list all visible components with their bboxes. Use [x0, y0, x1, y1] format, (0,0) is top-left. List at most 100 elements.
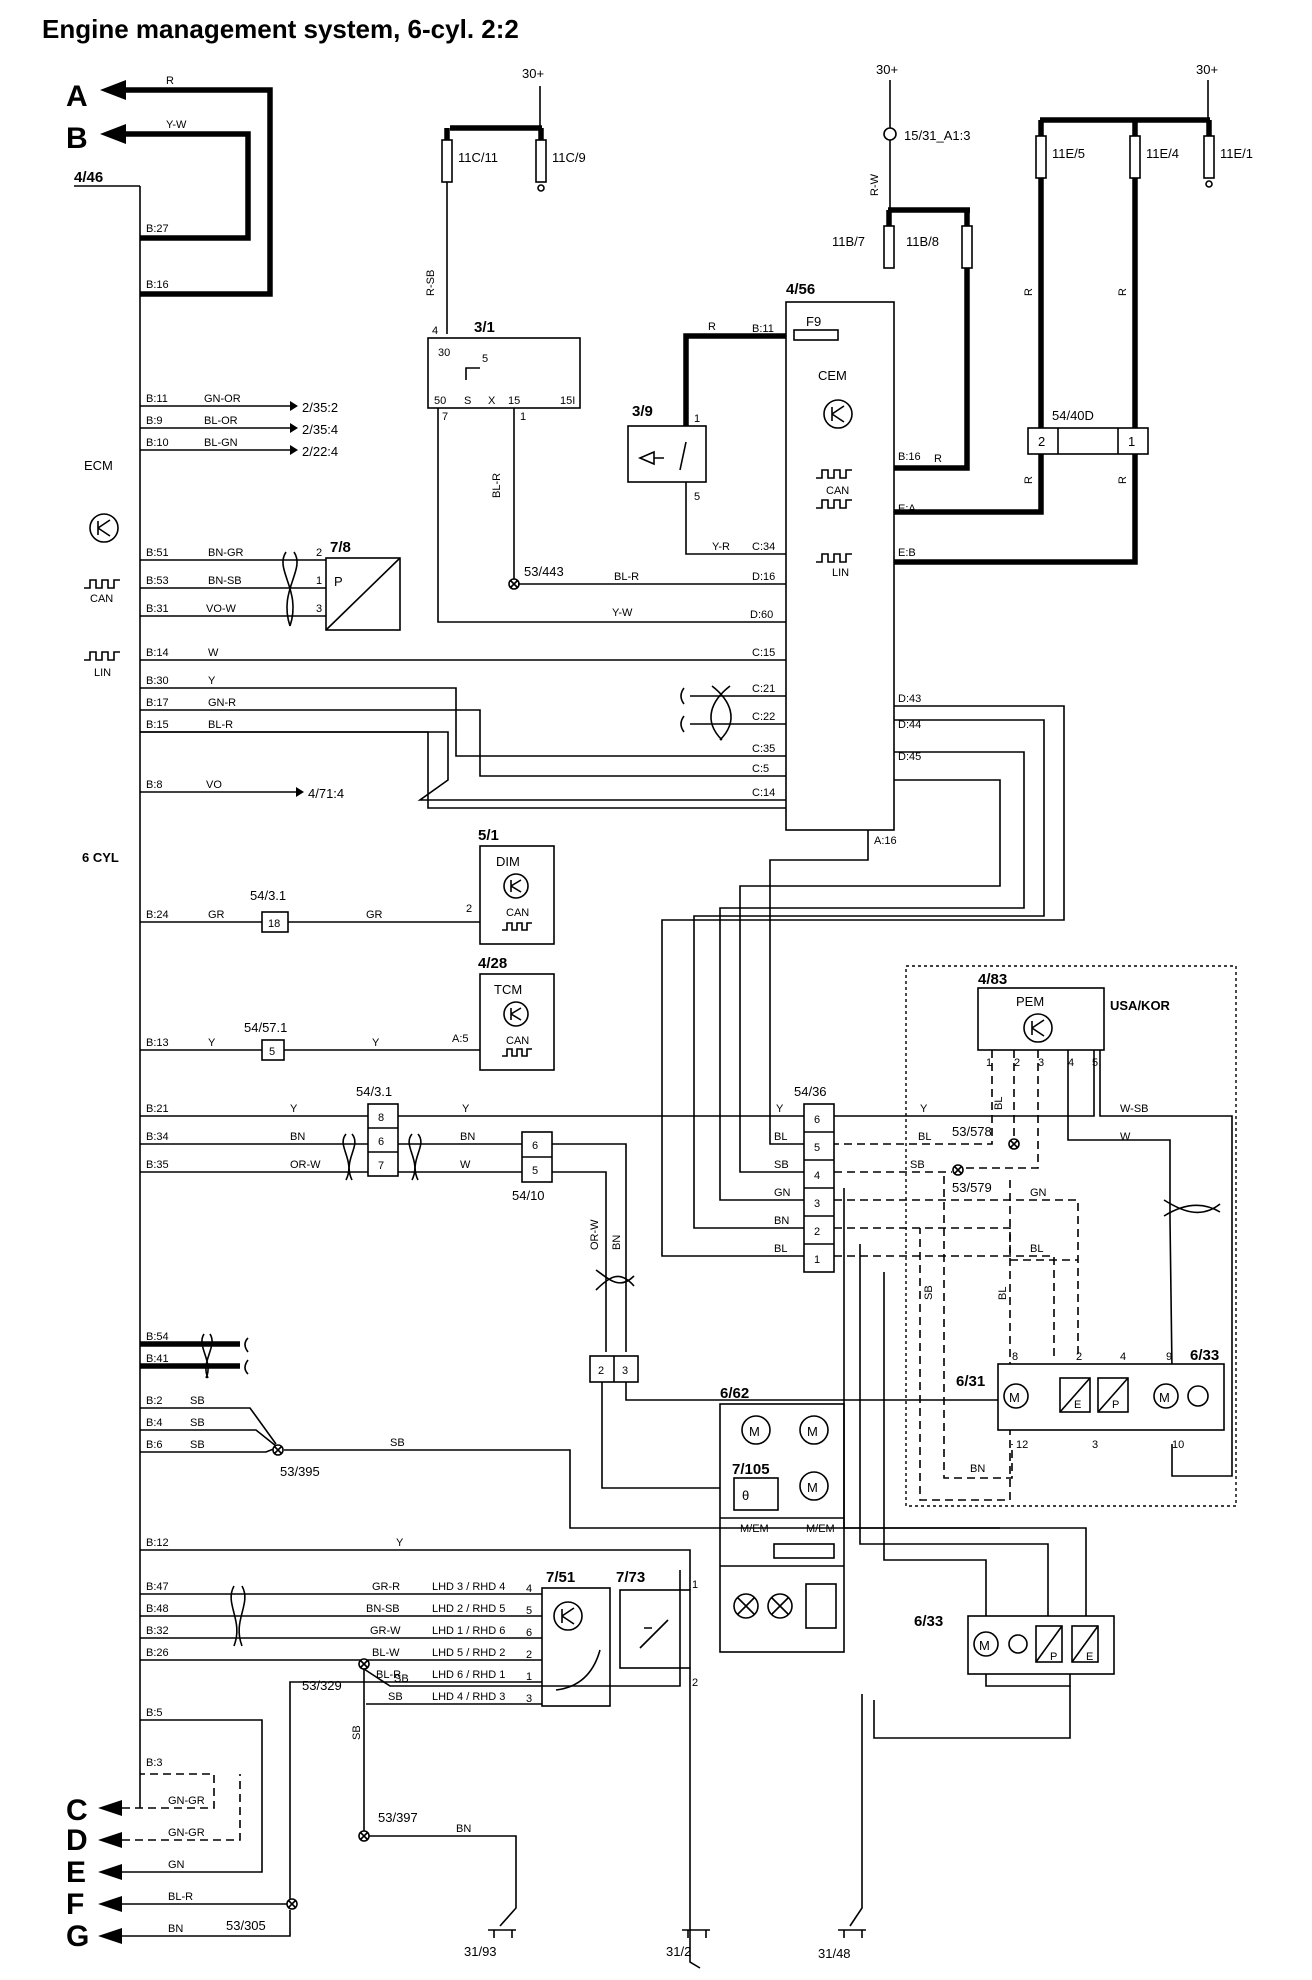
power-feed-right: 30+ 11E/5 11E/4 11E/1 R R 54/40D 2 1 R R — [894, 62, 1253, 565]
svg-text:B:12: B:12 — [146, 1537, 169, 1549]
svg-text:53/305: 53/305 — [226, 1918, 266, 1933]
cem-4-56: 4/56 F9 CEM CAN LIN B:11 C:34 D:16 D:60 … — [750, 281, 921, 847]
svg-text:BL: BL — [993, 1097, 1005, 1110]
svg-text:6: 6 — [526, 1627, 532, 1639]
svg-text:A: A — [66, 80, 88, 113]
svg-text:W: W — [1120, 1131, 1131, 1143]
svg-text:2: 2 — [1038, 434, 1045, 449]
splice-54-3-1-b: 54/3.1 8 6 7 Y BN OR-W Y BN W — [140, 1084, 804, 1181]
fuel-pump-6-31: 6/31 6/33 M E P M 8 2 4 9 12 3 10 — [956, 1347, 1225, 1451]
svg-text:SB: SB — [910, 1159, 925, 1171]
svg-text:BN: BN — [290, 1131, 305, 1143]
svg-text:Y: Y — [372, 1037, 380, 1049]
power-feed-mid: 30+ 15/31_A1:3 R-W 11B/7 11B/8 R — [832, 62, 973, 471]
svg-text:B:30: B:30 — [146, 675, 169, 687]
svg-text:B:24: B:24 — [146, 909, 169, 921]
svg-text:BL-R: BL-R — [491, 473, 503, 498]
svg-text:5: 5 — [482, 353, 488, 365]
ecm-ref: 4/46 — [74, 169, 103, 186]
svg-text:USA/KOR: USA/KOR — [1110, 998, 1171, 1013]
svg-text:GN: GN — [1030, 1187, 1047, 1199]
ground-connections: SB SB SB 53/395 SB 53/329 SB SB 53/397 B… — [140, 1333, 1000, 1961]
svg-text:31/48: 31/48 — [818, 1946, 851, 1961]
svg-text:3/9: 3/9 — [632, 403, 653, 420]
svg-text:Y: Y — [396, 1537, 404, 1549]
svg-text:LHD 4 / RHD 3: LHD 4 / RHD 3 — [432, 1691, 505, 1703]
tcm-4-28: 4/28 TCM CAN Y Y A:5 54/57.1 5 — [140, 955, 555, 1071]
svg-text:18: 18 — [268, 918, 280, 930]
svg-text:SB: SB — [190, 1395, 205, 1407]
svg-text:BN-GR: BN-GR — [208, 547, 244, 559]
svg-text:4/56: 4/56 — [786, 281, 815, 298]
svg-text:B:3: B:3 — [146, 1757, 163, 1769]
svg-text:Y: Y — [290, 1103, 298, 1115]
svg-text:Y: Y — [208, 1037, 216, 1049]
svg-text:5: 5 — [1092, 1057, 1098, 1069]
svg-text:D:16: D:16 — [752, 571, 775, 583]
svg-text:LHD 3 / RHD 4: LHD 3 / RHD 4 — [432, 1581, 505, 1593]
svg-text:X: X — [488, 395, 496, 407]
svg-text:4/28: 4/28 — [478, 955, 507, 972]
svg-text:LIN: LIN — [832, 567, 849, 579]
svg-text:BL: BL — [774, 1243, 787, 1255]
svg-text:VO-W: VO-W — [206, 603, 237, 615]
svg-text:SB: SB — [388, 1691, 403, 1703]
svg-text:B:13: B:13 — [146, 1037, 169, 1049]
svg-text:BL-R: BL-R — [376, 1669, 401, 1681]
svg-text:10: 10 — [1172, 1439, 1184, 1451]
svg-text:C: C — [66, 1794, 88, 1827]
svg-text:3: 3 — [316, 603, 322, 615]
svg-text:LHD 2 / RHD 5: LHD 2 / RHD 5 — [432, 1603, 505, 1615]
svg-text:8: 8 — [1012, 1351, 1018, 1363]
svg-text:SB: SB — [923, 1285, 935, 1300]
svg-text:4/83: 4/83 — [978, 971, 1007, 988]
ecm-processor-icon — [89, 513, 119, 543]
svg-text:BN-SB: BN-SB — [366, 1603, 400, 1615]
svg-text:30+: 30+ — [522, 66, 544, 81]
svg-text:Y: Y — [208, 675, 216, 687]
diagram-title: Engine management system, 6-cyl. 2:2 — [42, 14, 519, 44]
svg-text:R-W: R-W — [869, 173, 881, 196]
svg-text:B:47: B:47 — [146, 1581, 169, 1593]
svg-text:R: R — [708, 321, 716, 333]
ecm-variant: 6 CYL — [82, 850, 119, 865]
svg-text:2: 2 — [692, 1677, 698, 1689]
svg-text:5/1: 5/1 — [478, 827, 499, 844]
svg-text:B:41: B:41 — [146, 1353, 169, 1365]
svg-text:B:14: B:14 — [146, 647, 169, 659]
svg-text:M/EM: M/EM — [806, 1523, 835, 1535]
svg-text:R: R — [1117, 476, 1129, 484]
svg-text:5: 5 — [694, 491, 700, 503]
svg-text:4: 4 — [1120, 1351, 1126, 1363]
svg-text:53/579: 53/579 — [952, 1180, 992, 1195]
svg-text:W: W — [208, 647, 219, 659]
svg-text:2/22:4: 2/22:4 — [302, 444, 338, 459]
svg-text:5: 5 — [269, 1046, 275, 1058]
svg-text:BL-GN: BL-GN — [204, 437, 238, 449]
svg-text:M: M — [979, 1638, 990, 1653]
splice-54-10: 6 5 54/10 OR-W BN 2 3 — [512, 1131, 1112, 1489]
ecm-outputs: GN-OR 2/35:2 BL-OR 2/35:4 BL-GN 2/22:4 V… — [140, 393, 344, 801]
svg-text:2/35:4: 2/35:4 — [302, 422, 338, 437]
svg-text:11B/7: 11B/7 — [832, 234, 865, 249]
svg-text:W: W — [460, 1159, 471, 1171]
pem-area: 4/83 PEM USA/KOR 1 2 3 4 5 Y W-SB W BL 5… — [834, 965, 1237, 1507]
svg-text:B: B — [66, 122, 88, 155]
svg-text:SB: SB — [190, 1439, 205, 1451]
svg-text:8: 8 — [378, 1112, 384, 1124]
svg-text:1: 1 — [520, 411, 526, 423]
svg-text:6: 6 — [378, 1136, 384, 1148]
svg-text:7/8: 7/8 — [330, 539, 351, 556]
svg-text:54/3.1: 54/3.1 — [250, 888, 286, 903]
svg-text:2: 2 — [526, 1649, 532, 1661]
svg-text:GN: GN — [168, 1859, 185, 1871]
svg-text:CAN: CAN — [506, 1035, 529, 1047]
svg-text:5: 5 — [532, 1165, 538, 1177]
svg-text:3: 3 — [622, 1365, 628, 1377]
svg-text:BL-W: BL-W — [372, 1647, 400, 1659]
svg-text:3/1: 3/1 — [474, 319, 495, 336]
svg-text:53/395: 53/395 — [280, 1464, 320, 1479]
svg-text:BL-R: BL-R — [614, 571, 639, 583]
connector-c: C GN-GR — [66, 1773, 215, 1827]
svg-text:BL: BL — [774, 1131, 787, 1143]
